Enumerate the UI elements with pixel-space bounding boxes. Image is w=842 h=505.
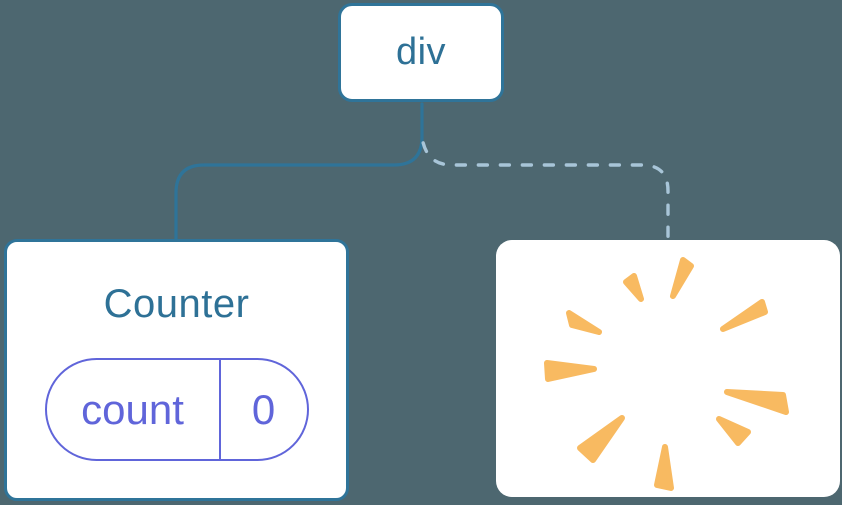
root-node-label: div: [395, 31, 447, 73]
state-pill: count 0: [44, 358, 309, 461]
connector-dashed-edge: [420, 135, 670, 243]
state-pill-divider: [218, 360, 221, 459]
state-value-cell: 0: [221, 360, 307, 459]
counter-node-title: Counter: [103, 282, 250, 326]
state-key-cell: count: [47, 360, 219, 459]
poof-icon: [544, 257, 789, 491]
tree-node-removed: [496, 240, 840, 497]
connector-solid-edge: [174, 102, 424, 243]
tree-node-div: div: [338, 3, 504, 102]
state-value-label: 0: [251, 385, 276, 433]
state-key-label: count: [81, 385, 184, 433]
tree-node-counter: Counter count 0: [4, 239, 349, 501]
